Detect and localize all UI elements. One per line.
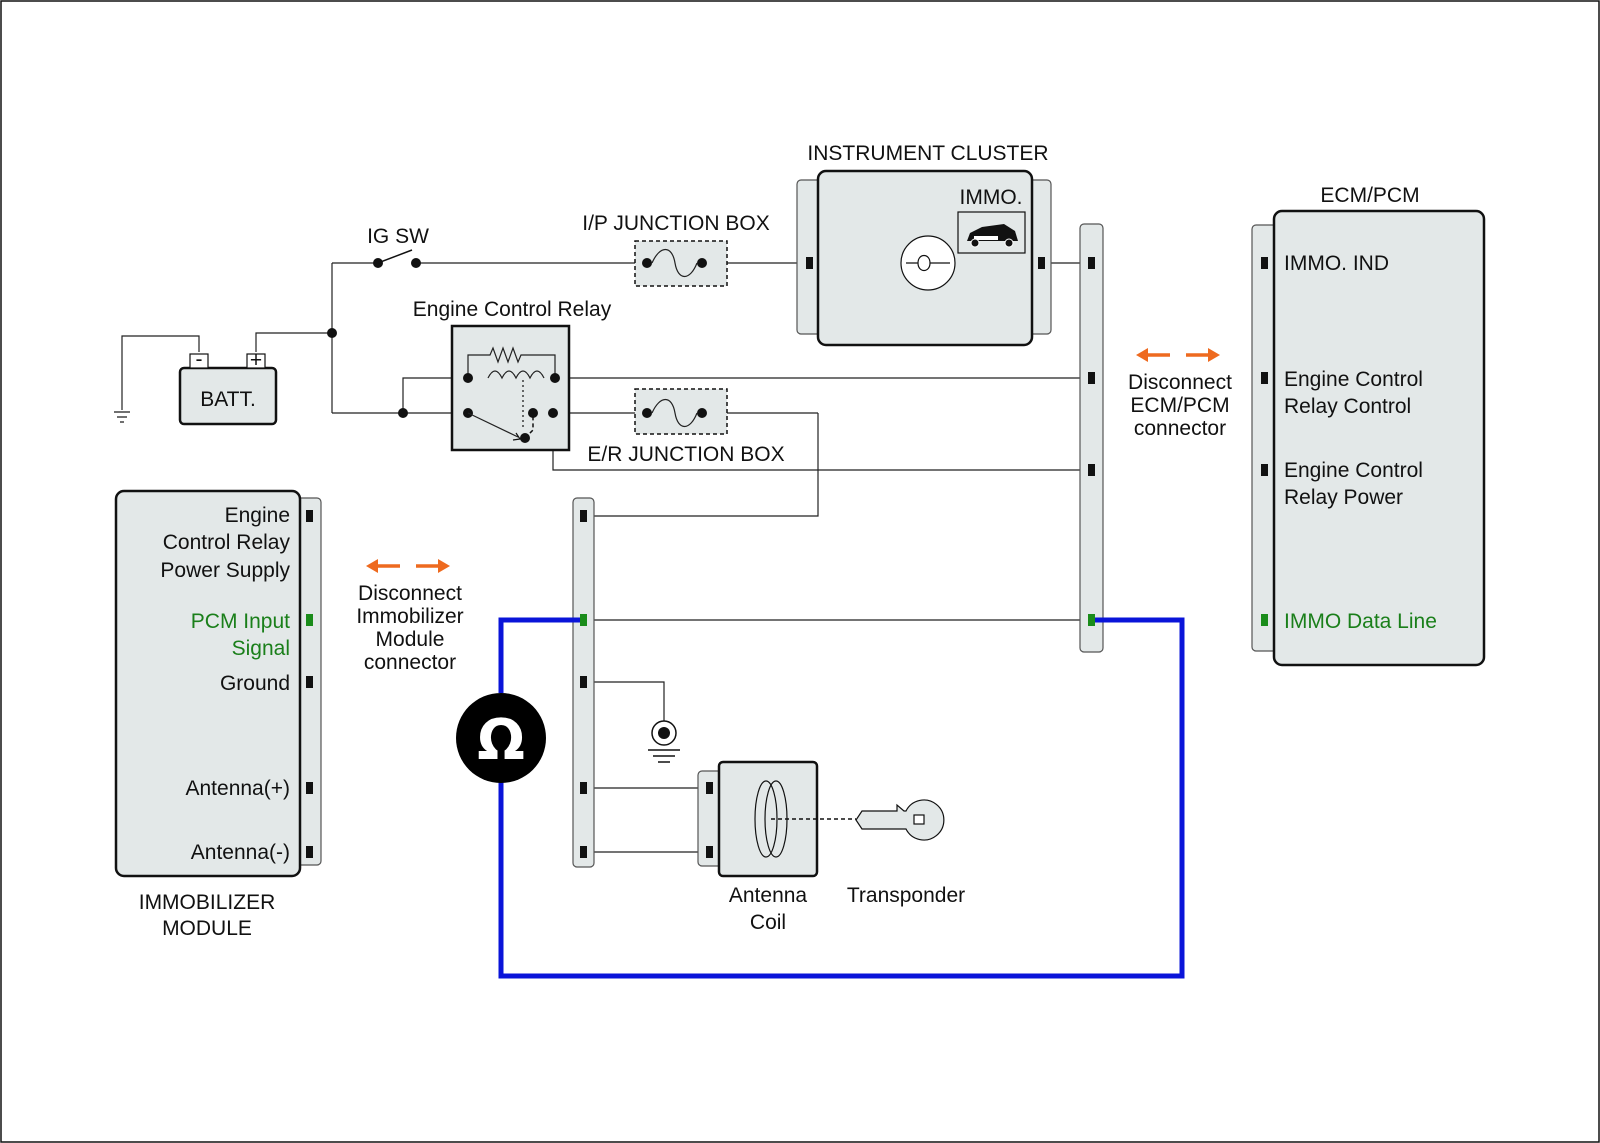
disconnect-immo-line2: Immobilizer (356, 605, 463, 628)
connector-pin (580, 846, 587, 858)
immo-pin-ecr-power-line2: Control Relay (163, 531, 291, 554)
immo-pin-pcm-input-line1: PCM Input (191, 610, 290, 633)
disconnect-immobilizer-note: Disconnect Immobilizer Module connector (356, 559, 464, 674)
antenna-coil: Antenna Coil (697, 760, 819, 934)
connector-pin-pcm-input (306, 614, 313, 626)
immo-pin-pcm-input-line2: Signal (232, 637, 290, 660)
ecm-pin-relay-power-line1: Engine Control (1284, 459, 1423, 482)
connector-pin (580, 510, 587, 522)
ecm-pcm-label: ECM/PCM (1320, 184, 1419, 207)
ohmmeter-probe-loop: Ω (456, 617, 1185, 979)
immobilizer-module-label-line1: IMMOBILIZER (139, 891, 276, 914)
connector-pin (706, 846, 713, 858)
connector-pin (1088, 464, 1095, 476)
ecm-connector-strip[interactable] (1079, 223, 1104, 653)
ignition-switch: IG SW (367, 225, 429, 268)
immo-pin-ecr-power-line3: Power Supply (160, 559, 290, 582)
ecm-pcm-module: ECM/PCM IMMO. IND Engine Control Relay C… (1251, 184, 1486, 667)
immo-pin-ground: Ground (220, 672, 290, 695)
immo-ground-wire (584, 681, 665, 722)
ohmmeter-icon (456, 693, 546, 783)
ecm-pin-relay-power-line2: Relay Power (1284, 486, 1403, 509)
immo-pin-ecr-power-line1: Engine (225, 504, 290, 527)
double-arrow-icon (366, 559, 450, 573)
probe-lead-top (498, 617, 580, 693)
chassis-ground-icon (114, 411, 130, 423)
disconnect-ecm-line2: ECM/PCM (1130, 394, 1229, 417)
immobilizer-module: Engine Control Relay Power Supply PCM In… (114, 489, 322, 940)
battery: - + BATT. (178, 348, 278, 426)
antenna-coil-label-line2: Coil (750, 911, 786, 934)
connector-pin (306, 846, 313, 858)
probe-lead-return (498, 617, 1185, 979)
immobilizer-module-label-line2: MODULE (162, 917, 252, 940)
fuse-icon (651, 398, 698, 428)
instrument-cluster-label: INSTRUMENT CLUSTER (807, 142, 1048, 165)
connector-pin (1038, 257, 1045, 269)
fuse-icon (651, 248, 698, 278)
connector-pin (1261, 464, 1268, 476)
immobilizer-harness-strip[interactable] (572, 497, 595, 868)
batt-positive-terminal (246, 353, 266, 369)
junction-dot (398, 408, 408, 418)
ground-icon (648, 720, 680, 763)
coil-icon (754, 780, 778, 858)
connector-pin (1088, 257, 1095, 269)
immo-pin-antenna-minus: Antenna(-) (191, 841, 290, 864)
transponder-label: Transponder (847, 884, 965, 907)
connector-pin (306, 510, 313, 522)
ig-sw-label: IG SW (367, 225, 429, 248)
instrument-cluster: INSTRUMENT CLUSTER IMMO. (796, 142, 1052, 347)
connector-pin (706, 782, 713, 794)
er-junction-box: E/R JUNCTION BOX (587, 388, 785, 466)
car-key-icon (967, 224, 1018, 248)
transponder-key-icon: Transponder (847, 799, 965, 907)
antenna-coil-label-line1: Antenna (729, 884, 808, 907)
connector-pin-immo-data (1088, 614, 1095, 626)
batt-negative-terminal (189, 353, 209, 369)
ecm-pin-immo-ind: IMMO. IND (1284, 252, 1389, 275)
connector-pin (1261, 257, 1268, 269)
connector-pin-immo-data (580, 614, 587, 626)
er-junction-box-label: E/R JUNCTION BOX (587, 443, 784, 466)
connector-pin (1261, 372, 1268, 384)
disconnect-immo-line4: connector (364, 651, 456, 674)
ecm-pin-relay-control-line2: Relay Control (1284, 395, 1411, 418)
relay-coil-feed (402, 377, 468, 413)
indicator-lamp-icon (900, 235, 956, 291)
immo-pin-antenna-plus: Antenna(+) (186, 777, 291, 800)
connector-pin (580, 676, 587, 688)
batt-plus-sign: + (250, 349, 262, 372)
immo-lamp-label: IMMO. (960, 186, 1023, 209)
ip-junction-box-label: I/P JUNCTION BOX (582, 212, 769, 235)
disconnect-ecm-line1: Disconnect (1128, 371, 1232, 394)
connector-pin (306, 676, 313, 688)
relay-coil-icon (467, 346, 556, 378)
connector-pin (580, 782, 587, 794)
double-arrow-icon (1136, 348, 1220, 362)
junction-dot (327, 328, 337, 338)
disconnect-ecm-note: Disconnect ECM/PCM connector (1128, 348, 1232, 440)
connector-pin (1088, 372, 1095, 384)
batt-label: BATT. (200, 388, 256, 411)
ecm-pin-immo-data-line: IMMO Data Line (1284, 610, 1437, 633)
connector-pin (306, 782, 313, 794)
ohm-symbol: Ω (477, 708, 525, 773)
disconnect-immo-line3: Module (376, 628, 445, 651)
batt-positive-wire (255, 332, 332, 352)
engine-control-relay: Engine Control Relay (413, 298, 612, 452)
ecm-pin-relay-control-line1: Engine Control (1284, 368, 1423, 391)
disconnect-immo-line1: Disconnect (358, 582, 462, 605)
connector-pin (806, 257, 813, 269)
connector-pin-immo-data (1261, 614, 1268, 626)
disconnect-ecm-line3: connector (1134, 417, 1226, 440)
ip-junction-box: I/P JUNCTION BOX (582, 212, 770, 287)
batt-minus-sign: - (196, 348, 203, 371)
erjb-to-immo-wire (590, 413, 819, 517)
engine-control-relay-label: Engine Control Relay (413, 298, 612, 321)
batt-ground-wire (121, 335, 200, 410)
